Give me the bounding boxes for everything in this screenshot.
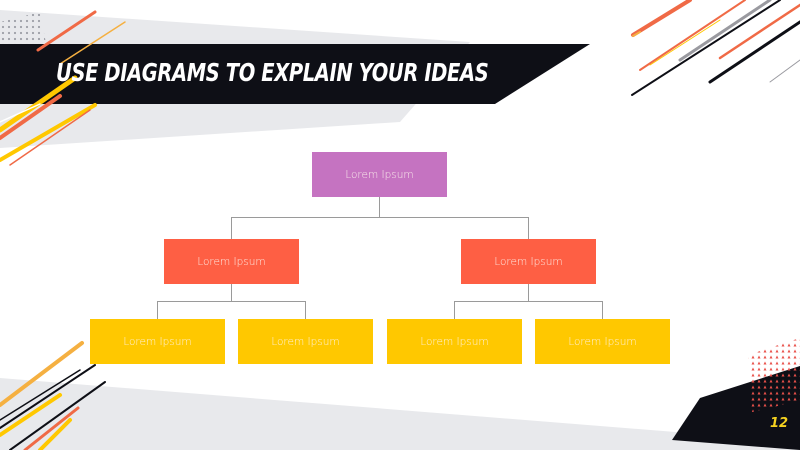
connector-left-down: [231, 217, 232, 239]
diagram-root-node: Lorem Ipsum: [312, 152, 447, 197]
node-label: Lorem Ipsum: [123, 335, 192, 348]
connector-leaf4: [602, 301, 603, 319]
diagram-leaf-node-2: Lorem Ipsum: [238, 319, 373, 364]
connector-leaf3: [454, 301, 455, 319]
diagram-level2-node-left: Lorem Ipsum: [164, 239, 299, 284]
connector-left-children-horizontal: [157, 301, 306, 302]
diagram-leaf-node-3: Lorem Ipsum: [387, 319, 522, 364]
connector-root-down: [379, 197, 380, 217]
node-label: Lorem Ipsum: [197, 255, 266, 268]
page-number: 12: [770, 416, 789, 431]
diagram-level2-node-right: Lorem Ipsum: [461, 239, 596, 284]
node-label: Lorem Ipsum: [494, 255, 563, 268]
connector-left-child-down: [231, 284, 232, 301]
connector-right-down: [528, 217, 529, 239]
node-label: Lorem Ipsum: [420, 335, 489, 348]
connector-right-children-horizontal: [454, 301, 603, 302]
connector-right-child-down: [528, 284, 529, 301]
diagram-leaf-node-1: Lorem Ipsum: [90, 319, 225, 364]
diagram-leaf-node-4: Lorem Ipsum: [535, 319, 670, 364]
node-label: Lorem Ipsum: [568, 335, 637, 348]
node-label: Lorem Ipsum: [345, 168, 414, 181]
node-label: Lorem Ipsum: [271, 335, 340, 348]
connector-level2-horizontal: [231, 217, 529, 218]
slide-title: USE DIAGRAMS TO EXPLAIN YOUR IDEAS: [56, 58, 489, 87]
connector-leaf2: [305, 301, 306, 319]
connector-leaf1: [157, 301, 158, 319]
